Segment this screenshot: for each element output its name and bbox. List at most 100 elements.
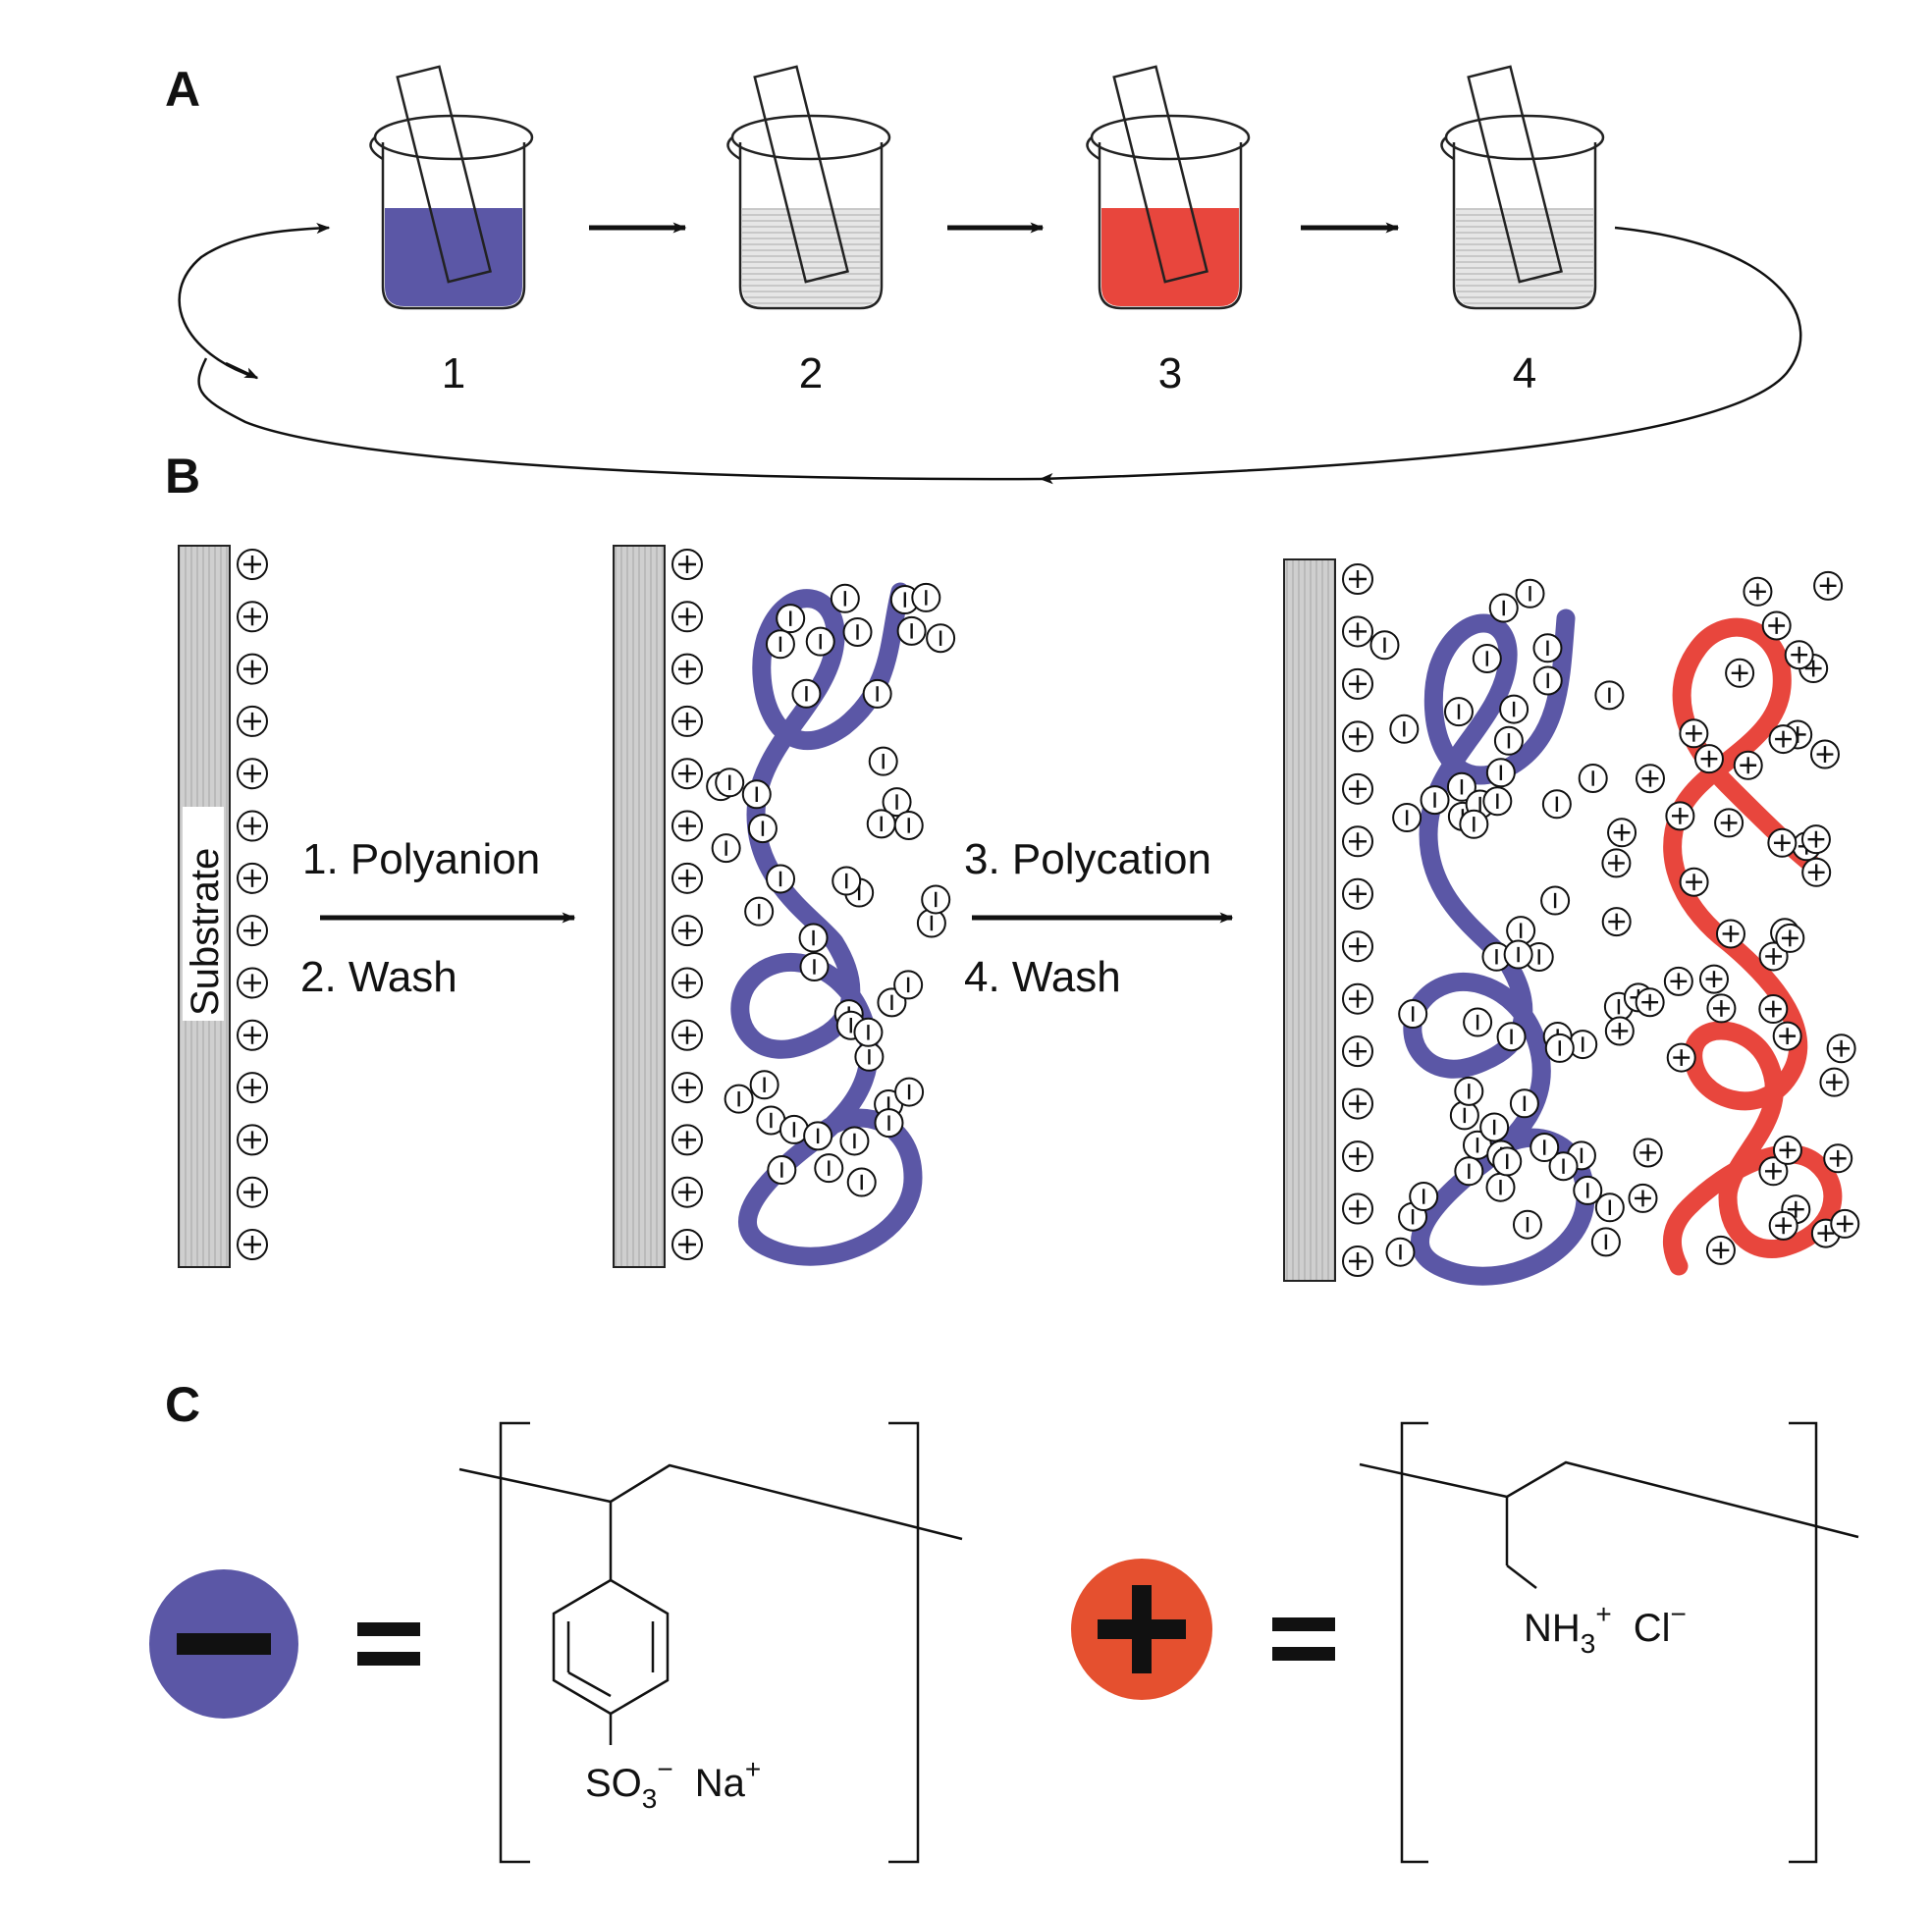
minus-charge-icon	[1472, 643, 1502, 673]
plus-charge-icon	[1342, 772, 1373, 805]
plus-charge-icon	[1342, 1192, 1373, 1225]
minus-charge-icon	[1385, 1237, 1416, 1267]
minus-charge-icon	[1454, 1156, 1484, 1187]
plus-charge-icon	[1725, 658, 1755, 688]
minus-charge-icon	[1509, 1088, 1539, 1119]
plus-charge-icon	[671, 758, 703, 790]
plus-charge-icon	[1715, 919, 1745, 949]
polyanion-chain-2	[1403, 609, 1595, 1286]
beaker-1: 1	[369, 65, 534, 398]
polycation-chain	[1662, 617, 1843, 1276]
plus-charge-icon	[1601, 907, 1632, 937]
plus-charge-icon	[1342, 1035, 1373, 1068]
pss-counter-ion: Na	[695, 1762, 746, 1805]
plus-charge-icon	[1635, 764, 1665, 794]
plus-charge-icon	[1706, 993, 1737, 1024]
minus-charge-icon	[791, 678, 822, 709]
plus-charge-icon	[1342, 1140, 1373, 1173]
minus-charge-icon	[1590, 1227, 1621, 1257]
plus-charge-icon	[1801, 857, 1832, 887]
minus-charge-icon	[832, 866, 862, 896]
plus-charge-icon	[1342, 720, 1373, 753]
minus-charge-icon	[805, 626, 835, 657]
minus-charge-icon	[711, 833, 741, 864]
plus-charge-icon	[237, 549, 268, 580]
pah-structure	[1359, 1421, 1859, 1864]
minus-charge-icon	[1398, 999, 1428, 1030]
beaker-4: 4	[1440, 65, 1605, 398]
minus-charge-icon	[866, 809, 896, 839]
step-3-label: 3. Polycation	[964, 835, 1211, 883]
plus-charge-icon	[671, 862, 703, 894]
plus-charge-icon	[1830, 1208, 1860, 1239]
minus-charge-icon	[921, 884, 951, 915]
minus-charge-icon	[1449, 1100, 1479, 1131]
plus-charge-icon	[1342, 615, 1373, 648]
plus-charge-icon	[1342, 1246, 1373, 1277]
step-arrow-2: 3. Polycation 4. Wash	[964, 835, 1234, 1001]
plus-charge-icon	[1784, 640, 1814, 670]
pss-so-text: SO	[585, 1762, 642, 1805]
minus-charge-icon	[1492, 1146, 1523, 1177]
plus-charge-icon	[1758, 1156, 1789, 1187]
plus-charge-icon	[1743, 576, 1773, 607]
step-1-label: 1. Polyanion	[302, 835, 540, 883]
minus-charge-icon	[1541, 789, 1572, 820]
minus-charge-icon	[744, 896, 775, 927]
pah-nh-text: NH	[1524, 1607, 1581, 1650]
minus-charge-icon	[1488, 593, 1519, 623]
plus-charge-icon	[237, 601, 268, 633]
minus-charge-icon	[868, 746, 898, 776]
minus-charge-icon	[798, 923, 829, 953]
beaker-label-3: 3	[1158, 349, 1182, 398]
plus-charge-icon	[1342, 667, 1373, 700]
plus-charge-icon	[671, 967, 703, 999]
plus-charge-icon	[1665, 801, 1695, 831]
minus-charge-icon	[893, 970, 924, 1000]
minus-charge-icon	[776, 604, 806, 634]
plus-charge-icon	[237, 967, 268, 999]
minus-charge-icon	[1573, 1175, 1603, 1205]
plus-charge-icon	[1705, 1235, 1736, 1265]
step-4-label: 4. Wash	[964, 953, 1121, 1001]
plus-charge-icon	[1693, 744, 1724, 774]
plus-charge-icon	[237, 862, 268, 894]
plus-charge-icon	[1628, 1183, 1658, 1213]
plus-charge-icon	[671, 549, 703, 580]
plus-charge-icon	[671, 1229, 703, 1260]
anion-cloud-2	[1369, 578, 1634, 1267]
panel-label-a: A	[165, 62, 200, 117]
anion-cloud-1	[706, 582, 956, 1197]
minus-charge-icon	[862, 678, 892, 709]
minus-charge-icon	[854, 1041, 885, 1072]
charge-column-3	[1342, 563, 1373, 1277]
plus-charge-icon	[1633, 1138, 1663, 1168]
pah-counter-charge: −	[1671, 1599, 1687, 1629]
cation-cloud	[1601, 570, 1860, 1265]
plus-charge-icon	[1768, 1210, 1798, 1241]
minus-charge-icon	[1485, 758, 1516, 788]
plus-charge-icon	[1758, 941, 1789, 972]
minus-charge-icon	[1578, 763, 1608, 793]
minus-charge-icon	[1594, 1192, 1625, 1223]
step-2-label: 2. Wash	[300, 953, 457, 1001]
plus-charge-icon	[671, 1176, 703, 1208]
beaker-row: 1 2 3 4	[369, 65, 1605, 398]
plus-charge-icon	[237, 810, 268, 842]
beaker-2: 2	[726, 65, 891, 398]
minus-charge-icon	[853, 1017, 884, 1047]
plus-charge-icon	[1758, 994, 1789, 1025]
minus-charge-icon	[893, 810, 924, 840]
plus-charge-icon	[1679, 867, 1709, 897]
plus-charge-icon	[1772, 1135, 1802, 1165]
minus-charge-icon	[749, 1070, 779, 1100]
plus-charge-icon	[1823, 1143, 1853, 1174]
minus-charge-icon	[1420, 785, 1450, 816]
minus-charge-icon	[1548, 1151, 1579, 1182]
plus-charge-icon	[1826, 1034, 1856, 1064]
plus-charge-icon	[1604, 1016, 1635, 1046]
minus-charge-icon	[1459, 809, 1489, 839]
plus-charge-icon	[1342, 1087, 1373, 1120]
beaker-label-1: 1	[442, 349, 465, 398]
pah-group-label: NH3+Cl−	[1524, 1599, 1687, 1659]
